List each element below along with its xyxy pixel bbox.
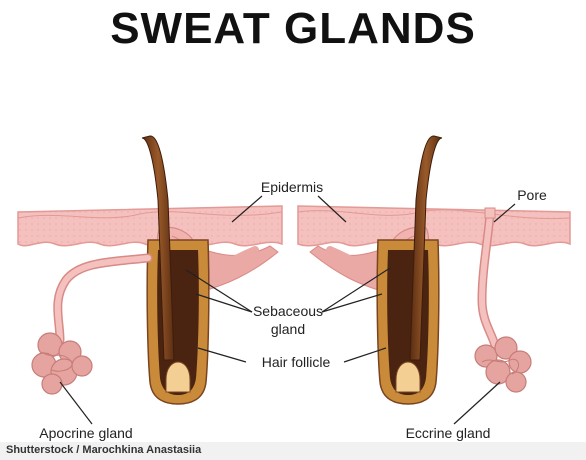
leader-lines <box>59 195 516 425</box>
hair-shaft-right <box>409 135 443 361</box>
hair-follicle-left <box>146 239 210 405</box>
image-credit: Shutterstock / Marochkina Anastasiia <box>6 444 202 456</box>
pore <box>484 207 496 219</box>
arrector-muscle-left <box>189 243 279 293</box>
apocrine-duct <box>53 253 153 345</box>
sebaceous-label-line2: gland <box>271 321 305 337</box>
sebaceous-label-line1: Sebaceous <box>253 303 323 319</box>
hair-follicle-right <box>376 239 440 405</box>
page-title: SWEAT GLANDS <box>110 4 476 53</box>
credit-bar <box>0 442 586 460</box>
epidermis-label: Epidermis <box>261 179 323 195</box>
arrector-muscle-right <box>309 243 396 293</box>
pore-label: Pore <box>517 187 547 203</box>
eccrine-gland <box>474 336 532 393</box>
eccrine-gland-label: Eccrine gland <box>406 425 491 441</box>
hair-follicle-label: Hair follicle <box>262 354 331 370</box>
apocrine-gland-label: Apocrine gland <box>39 425 132 441</box>
hair-shaft-left <box>141 135 175 361</box>
skin-layer-left <box>17 205 283 247</box>
apocrine-gland <box>31 332 93 395</box>
